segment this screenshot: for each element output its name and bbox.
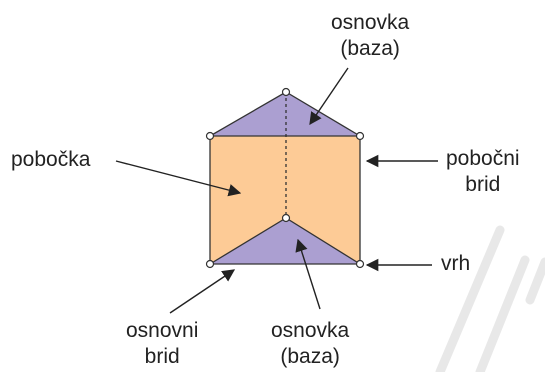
label-lateral-edge: pobočni brid [446, 146, 520, 198]
vertex-dot [205, 259, 215, 269]
vertices [205, 87, 365, 269]
vertex-dot [355, 259, 365, 269]
top-base-triangle [210, 92, 360, 136]
watermark-stroke [525, 257, 545, 305]
vertex-dot [281, 87, 291, 97]
bottom-base-triangle [210, 218, 360, 264]
watermark [435, 225, 545, 372]
label-bottom-base: osnovka (baza) [271, 318, 349, 370]
vertex-dot [281, 213, 291, 223]
label-top-base-line2: (baza) [340, 37, 400, 60]
label-bottom-base-line2: (baza) [280, 345, 340, 368]
label-top-base: osnovka (baza) [331, 10, 409, 62]
label-lateral-edge-line2: brid [465, 173, 501, 196]
label-lateral-face-text: pobočka [11, 148, 91, 171]
label-base-edge-line2: brid [144, 345, 180, 368]
vertex-dot [355, 131, 365, 141]
label-bottom-base-line1: osnovka [271, 319, 350, 342]
label-base-edge-line1: osnovni [126, 319, 199, 342]
arrows [115, 67, 438, 314]
label-top-base-line1: osnovka [331, 11, 410, 34]
label-vertex-text: vrh [441, 252, 471, 275]
label-vertex: vrh [441, 251, 470, 277]
arrow-lateral-face [115, 160, 242, 197]
label-lateral-edge-line1: pobočni [446, 147, 520, 170]
arrow-base-edge [169, 269, 236, 314]
watermark-stroke [475, 255, 530, 372]
label-base-edge: osnovni brid [126, 318, 198, 370]
vertex-dot [205, 131, 215, 141]
label-lateral-face: pobočka [11, 147, 90, 173]
arrow-bottom-base [295, 238, 321, 310]
arrow-top-base [309, 67, 349, 126]
watermark-stroke [435, 225, 505, 372]
